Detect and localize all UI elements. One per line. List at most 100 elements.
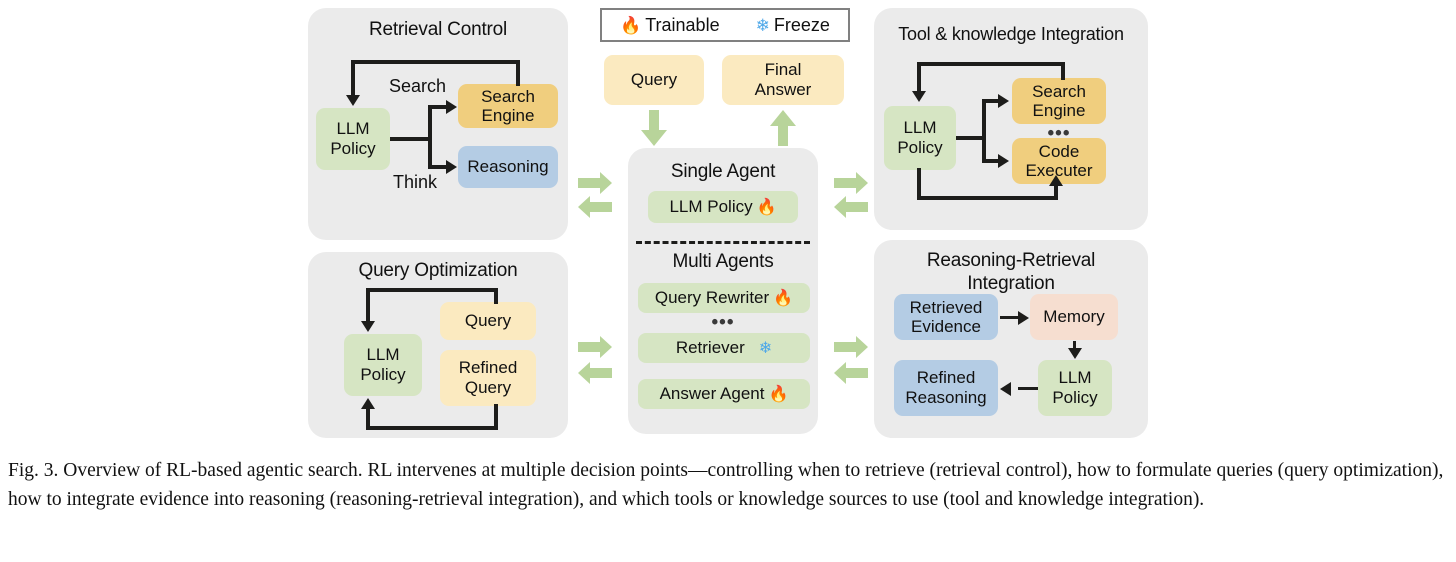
rc-branch-think bbox=[428, 165, 448, 169]
rr-policy-to-refined-line bbox=[1018, 387, 1038, 390]
tk-return-vline-left bbox=[917, 168, 921, 200]
tk-feedback-vline-left bbox=[917, 62, 921, 91]
tk-code-line1: Code bbox=[1038, 142, 1080, 161]
panel-retrieval-control-title: Retrieval Control bbox=[368, 19, 508, 40]
tk-policy-line2: Policy bbox=[897, 138, 943, 157]
qo-top-hline bbox=[366, 288, 498, 292]
qo-top-vline-right bbox=[366, 288, 370, 321]
rc-feedback-vline-left bbox=[351, 60, 355, 95]
tk-branch-search-arrowhead bbox=[998, 94, 1009, 108]
qo-query-box: Query bbox=[440, 302, 536, 340]
tk-policy-line1: LLM bbox=[903, 118, 937, 137]
arrow-right-left-bottom bbox=[578, 336, 612, 358]
tk-fanout-vline bbox=[982, 99, 986, 163]
rr-memory-box: Memory bbox=[1030, 294, 1118, 340]
final-answer-box: Final Answer bbox=[722, 55, 844, 105]
fire-icon: 🔥 bbox=[768, 386, 789, 403]
agent-chip-answer-agent: Answer Agent 🔥 bbox=[638, 379, 810, 409]
rc-fanout-stem bbox=[390, 137, 432, 141]
legend-label-freeze: Freeze bbox=[773, 14, 830, 35]
arrow-agent-to-answer bbox=[770, 110, 796, 146]
qo-bottom-arrowhead bbox=[361, 398, 375, 409]
tk-code-line2: Executer bbox=[1025, 161, 1093, 180]
rc-search-engine-box: Search Engine bbox=[458, 84, 558, 128]
qo-top-vline-from-query bbox=[494, 288, 498, 304]
tk-branch-code bbox=[982, 159, 1000, 163]
rc-reasoning-box: Reasoning bbox=[458, 146, 558, 188]
tk-code-executer-box: Code Executer bbox=[1012, 138, 1106, 184]
arrow-query-to-agent bbox=[641, 110, 667, 146]
rc-think-edge-label: Think bbox=[393, 172, 438, 192]
rc-branch-search bbox=[428, 105, 448, 109]
query-input-box: Query bbox=[604, 55, 704, 105]
rr-refined-line1: Refined bbox=[916, 368, 976, 387]
fire-icon: 🔥 bbox=[756, 199, 777, 216]
rc-branch-think-arrowhead bbox=[446, 160, 457, 174]
rr-retrieved-evidence-box: Retrieved Evidence bbox=[894, 294, 998, 340]
qo-llm-policy-box: LLM Policy bbox=[344, 334, 422, 396]
qo-bottom-vline-from-refined bbox=[494, 404, 498, 430]
rc-feedback-vline-right bbox=[516, 60, 520, 86]
final-answer-label-line2: Answer bbox=[754, 80, 812, 99]
fire-icon: 🔥 bbox=[773, 290, 794, 307]
panel-reasoning-retrieval-title-line1: Reasoning-Retrieval bbox=[926, 250, 1096, 271]
snowflake-icon: ❄ bbox=[755, 15, 770, 35]
rc-llm-policy-box: LLM Policy bbox=[316, 108, 390, 170]
tk-return-hline bbox=[917, 196, 1058, 200]
rr-memory-label: Memory bbox=[1043, 307, 1105, 326]
rc-fanout-vline bbox=[428, 105, 432, 167]
qo-top-arrowhead bbox=[361, 321, 375, 332]
legend-box: 🔥 Trainable ❄ Freeze bbox=[600, 8, 850, 42]
rc-policy-line2: Policy bbox=[330, 139, 376, 158]
tk-feedback-vline-right bbox=[1061, 62, 1065, 80]
rc-feedback-hline bbox=[351, 60, 520, 64]
qo-bottom-hline bbox=[366, 426, 498, 430]
rr-refined-reasoning-box: Refined Reasoning bbox=[894, 360, 998, 416]
figure-caption: Fig. 3. Overview of RL-based agentic sea… bbox=[8, 460, 1444, 510]
panel-query-optimization-title: Query Optimization bbox=[358, 260, 518, 281]
rr-evidence-to-memory-line bbox=[1000, 316, 1020, 319]
tk-search-engine-line2: Engine bbox=[1032, 101, 1086, 120]
agent-divider bbox=[636, 241, 810, 244]
single-agent-policy-label: LLM Policy bbox=[669, 197, 753, 216]
rc-reasoning-label: Reasoning bbox=[467, 157, 549, 176]
tk-search-engine-line1: Search bbox=[1032, 82, 1086, 101]
rc-search-edge-label: Search bbox=[389, 76, 447, 96]
agent-chip-retriever: Retriever ❄ bbox=[638, 333, 810, 363]
qo-refined-line1: Refined bbox=[458, 358, 518, 377]
rc-feedback-arrowhead bbox=[346, 95, 360, 106]
rr-refined-line2: Reasoning bbox=[905, 388, 987, 407]
tk-ellipsis: ••• bbox=[1047, 123, 1071, 144]
rc-branch-search-arrowhead bbox=[446, 100, 457, 114]
agent-label: Retriever bbox=[675, 338, 745, 357]
legend-item-trainable: 🔥 Trainable bbox=[620, 15, 720, 36]
rr-policy-line2: Policy bbox=[1052, 388, 1098, 407]
single-agent-policy-chip: LLM Policy 🔥 bbox=[648, 191, 798, 223]
rc-search-engine-line2: Engine bbox=[481, 106, 535, 125]
rr-policy-to-refined-arrowhead bbox=[1000, 382, 1011, 396]
rc-search-engine-line1: Search bbox=[481, 87, 535, 106]
query-input-label: Query bbox=[630, 70, 678, 89]
final-answer-label-line1: Final bbox=[764, 60, 802, 79]
agent-chip-query-rewriter: Query Rewriter 🔥 bbox=[638, 283, 810, 313]
rr-evidence-to-memory-arrowhead bbox=[1018, 311, 1029, 325]
tk-branch-search bbox=[982, 99, 1000, 103]
tk-feedback-arrowhead bbox=[912, 91, 926, 102]
rr-retrieved-line1: Retrieved bbox=[909, 298, 983, 317]
rr-policy-line1: LLM bbox=[1058, 368, 1092, 387]
single-agent-title: Single Agent bbox=[670, 161, 776, 182]
panel-reasoning-retrieval-title-line2: Integration bbox=[967, 273, 1055, 294]
arrow-left-left-top bbox=[578, 196, 612, 218]
agent-label: Query Rewriter bbox=[654, 288, 770, 307]
rr-llm-policy-box: LLM Policy bbox=[1038, 360, 1112, 416]
tk-branch-code-arrowhead bbox=[998, 154, 1009, 168]
multi-agents-title: Multi Agents bbox=[672, 251, 774, 272]
rc-policy-line1: LLM bbox=[336, 119, 370, 138]
tk-fanout-stem bbox=[956, 136, 986, 140]
tk-feedback-hline-top bbox=[917, 62, 1065, 66]
arrow-left-right-bottom bbox=[834, 362, 868, 384]
qo-refined-line2: Query bbox=[464, 378, 512, 397]
legend-label-trainable: Trainable bbox=[645, 14, 720, 35]
arrow-right-right-top bbox=[834, 172, 868, 194]
